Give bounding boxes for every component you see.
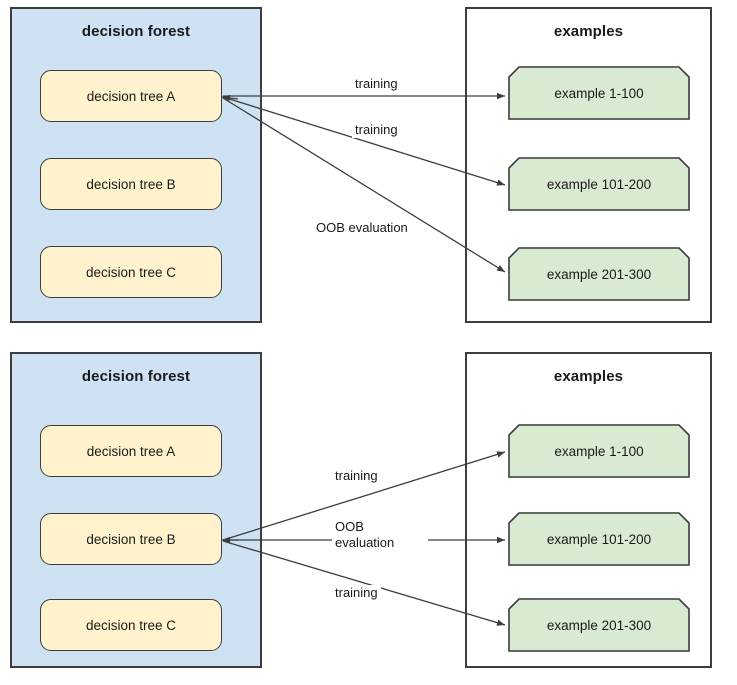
example-1-100-bottom-label: example 1-100 (554, 443, 644, 459)
edge-label-training-bottom-1: training (332, 468, 381, 484)
decision-tree-a-bottom[interactable]: decision tree A (40, 425, 222, 477)
example-101-200-bottom[interactable]: example 101-200 (508, 512, 690, 566)
examples-title-bottom: examples (553, 368, 624, 385)
edge-tree-a-to-example-2 (222, 96, 506, 186)
decision-forest-title-top: decision forest (81, 23, 191, 40)
example-201-300-bottom-label: example 201-300 (546, 617, 652, 633)
edge-label-training-bottom-2: training (332, 585, 381, 601)
edge-tree-b-to-example-3 (222, 540, 506, 626)
edge-label-oob-line1: OOB (335, 519, 364, 534)
example-201-300-top-label: example 201-300 (546, 266, 652, 282)
edge-label-training-top-2: training (352, 122, 401, 138)
example-201-300-bottom[interactable]: example 201-300 (508, 598, 690, 652)
example-101-200-top[interactable]: example 101-200 (508, 157, 690, 211)
example-1-100-top[interactable]: example 1-100 (508, 66, 690, 120)
decision-tree-b-top[interactable]: decision tree B (40, 158, 222, 210)
examples-title-top: examples (553, 23, 624, 40)
example-1-100-bottom[interactable]: example 1-100 (508, 424, 690, 478)
decision-tree-a-top[interactable]: decision tree A (40, 70, 222, 122)
decision-tree-c-bottom[interactable]: decision tree C (40, 599, 222, 651)
decision-tree-c-top[interactable]: decision tree C (40, 246, 222, 298)
example-101-200-bottom-label: example 101-200 (546, 531, 652, 547)
decision-tree-b-bottom[interactable]: decision tree B (40, 513, 222, 565)
example-201-300-top[interactable]: example 201-300 (508, 247, 690, 301)
edge-label-oob-evaluation-top: OOB evaluation (313, 220, 411, 236)
example-1-100-top-label: example 1-100 (554, 85, 644, 101)
edge-label-oob-evaluation-bottom: OOB evaluation (332, 519, 428, 551)
example-101-200-top-label: example 101-200 (546, 176, 652, 192)
edge-label-training-top-1: training (352, 76, 401, 92)
decision-forest-title-bottom: decision forest (81, 368, 191, 385)
edge-label-oob-line2: evaluation (335, 535, 395, 550)
